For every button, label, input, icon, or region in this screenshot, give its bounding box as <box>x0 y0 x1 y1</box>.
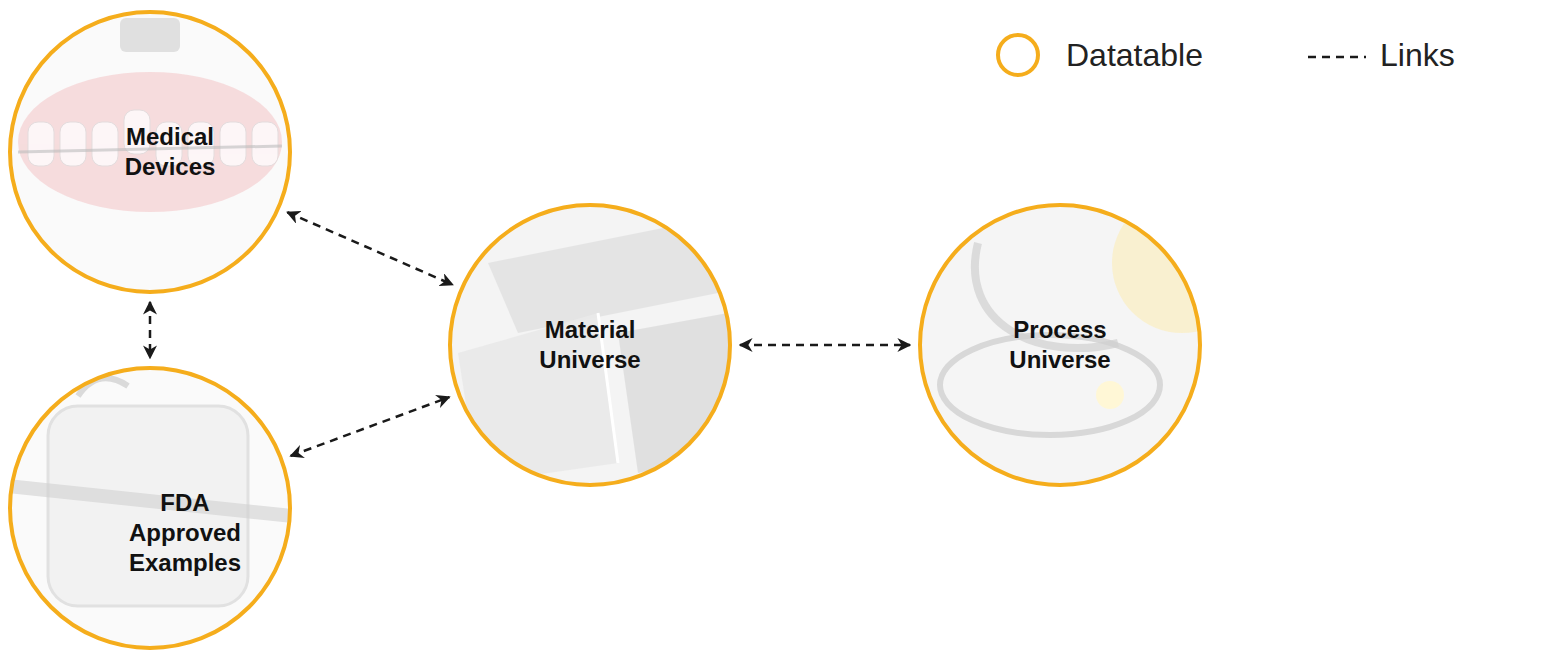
node-label: FDA Approved Examples <box>110 488 260 578</box>
node-label: Medical Devices <box>95 122 245 182</box>
datatable-circle: Process Universe <box>918 203 1202 487</box>
legend-label: Links <box>1380 30 1455 80</box>
dashed-link <box>287 212 452 284</box>
faded-illustration <box>918 203 1202 487</box>
dashed-link <box>740 344 910 347</box>
node-label-box: Medical Devices <box>95 122 245 182</box>
dashed-link <box>149 302 152 358</box>
datatable-circle: Medical Devices <box>8 10 292 294</box>
legend-label: Datatable <box>1066 30 1203 80</box>
legend-circle-sample <box>994 30 1064 80</box>
circle-outline <box>8 366 292 650</box>
legend-dash-sample <box>1300 30 1370 80</box>
datatable-circle: FDA Approved Examples <box>8 366 292 650</box>
node-label-box: Process Universe <box>985 315 1135 375</box>
faded-illustration <box>448 203 732 487</box>
node-label: Process Universe <box>985 315 1135 375</box>
node-label-box: Material Universe <box>515 315 665 375</box>
dashed-link <box>291 397 450 456</box>
node-label-box: FDA Approved Examples <box>110 488 260 578</box>
circle-outline <box>448 203 732 487</box>
datatable-circle: Material Universe <box>448 203 732 487</box>
circle-outline <box>8 10 292 294</box>
node-label: Material Universe <box>515 315 665 375</box>
circle-outline <box>918 203 1202 487</box>
